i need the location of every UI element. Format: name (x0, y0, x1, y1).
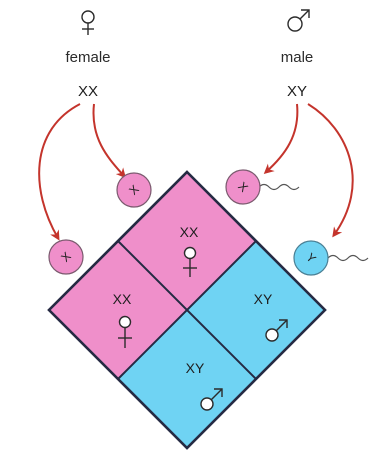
mars-icon (200, 388, 223, 411)
venus-icon (183, 246, 197, 277)
cell-bottom-genotype: XY (186, 360, 205, 376)
female-genotype: XX (78, 83, 98, 100)
arrow-female-to-gamete-left (38, 103, 81, 241)
female-label: female (65, 49, 110, 66)
gamete-male-y: Y (293, 240, 369, 276)
square-divider-2 (117, 240, 257, 380)
punnett-square: XX XX XY XY (47, 170, 327, 450)
arrow-male-to-gamete-y (307, 103, 354, 238)
sperm-tail (258, 183, 300, 191)
mars-icon (287, 9, 310, 32)
male-label: male (281, 49, 314, 66)
venus-icon (81, 10, 95, 35)
male-genotype: XY (287, 83, 307, 100)
arrow-female-to-gamete-right (92, 103, 126, 179)
gamete-male-x: X (225, 169, 300, 205)
cell-right-genotype: XY (254, 291, 273, 307)
gamete-female-x-right: X (116, 172, 152, 208)
female-parent: female XX (65, 10, 111, 100)
sperm-tail (327, 254, 369, 262)
gamete-female-x-left: X (48, 239, 84, 275)
square-outline (47, 170, 327, 450)
cell-top-genotype: XX (180, 224, 199, 240)
male-parent: male XY (281, 9, 314, 100)
venus-icon (118, 315, 132, 348)
arrow-male-to-gamete-x (263, 103, 299, 175)
cell-left-genotype: XX (113, 291, 132, 307)
mars-icon (265, 319, 288, 342)
gamete-arrows (38, 103, 354, 241)
